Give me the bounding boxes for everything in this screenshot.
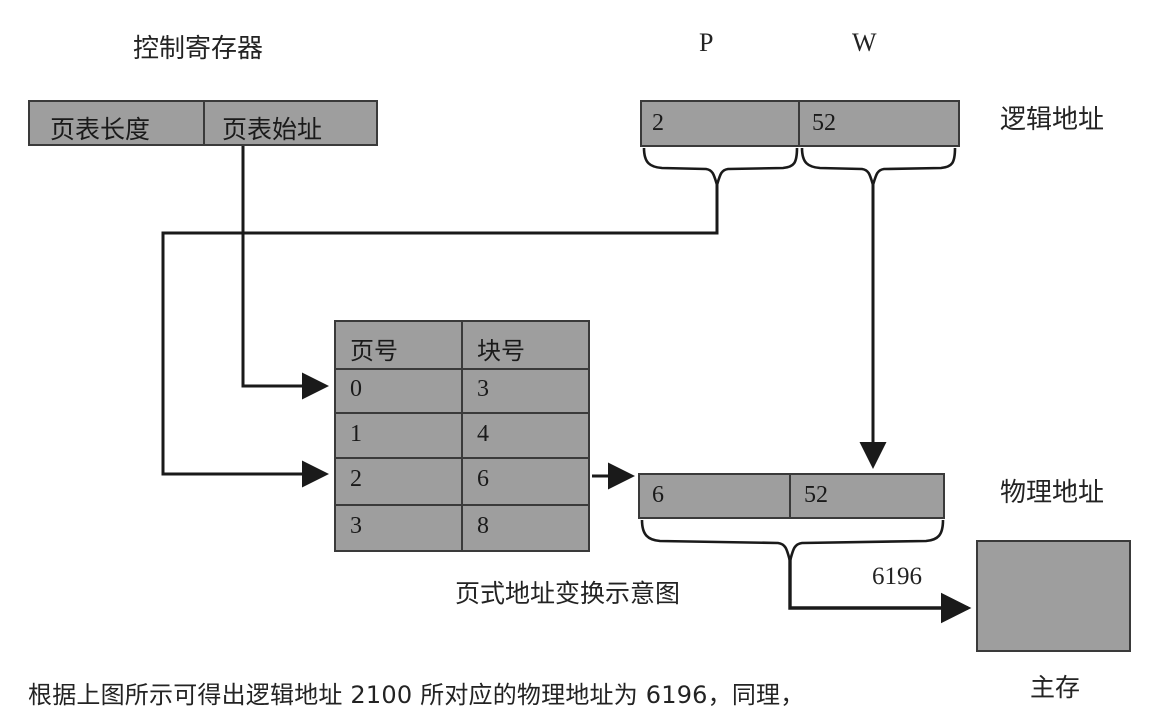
page-table-length-field: 页表长度	[50, 115, 151, 144]
page-table-row-block: 8	[477, 513, 489, 539]
physical-address-box	[638, 473, 945, 519]
page-table-row-divider	[334, 368, 590, 370]
main-memory-box	[976, 540, 1131, 652]
page-table-header-block: 块号	[477, 337, 525, 365]
main-memory-label: 主存	[1030, 673, 1081, 702]
brace-logical-offset-field	[800, 147, 957, 190]
page-table-row-divider	[334, 457, 590, 459]
figure-caption: 页式地址变换示意图	[455, 579, 681, 608]
page-table-row-page: 0	[350, 376, 362, 402]
page-table-header-page: 页号	[350, 337, 398, 365]
page-table-row-block: 4	[477, 421, 489, 447]
logical-address-box	[640, 100, 960, 147]
page-table-column-divider	[461, 320, 463, 552]
page-table-row-page: 1	[350, 421, 362, 447]
physical-address-offset: 52	[804, 482, 828, 508]
page-table-base-field: 页表始址	[222, 115, 323, 144]
body-paragraph: 根据上图所示可得出逻辑地址 2100 所对应的物理地址为 6196，同理，	[28, 681, 805, 709]
physical-address-side-label: 物理地址	[1000, 478, 1105, 508]
logical-address-side-label: 逻辑地址	[1000, 105, 1105, 135]
line-physical-address-to-memory	[788, 558, 972, 624]
control-register-title: 控制寄存器	[133, 34, 264, 64]
page-table-row-block: 3	[477, 376, 489, 402]
logical-page-field-label: P	[699, 28, 714, 57]
page-table-row-block: 6	[477, 466, 489, 492]
logical-offset-field-label: W	[852, 28, 877, 57]
page-table-row-divider	[334, 504, 590, 506]
page-table-row-page: 2	[350, 466, 362, 492]
brace-physical-address	[640, 519, 945, 566]
line-pagetable-base-to-table	[241, 146, 329, 400]
physical-address-block-number: 6	[652, 482, 664, 508]
logical-address-offset: 52	[812, 110, 836, 136]
logical-address-page-number: 2	[652, 110, 664, 136]
page-table-row-page: 3	[350, 513, 362, 539]
line-page-number-to-table	[161, 182, 719, 488]
brace-logical-page-field	[642, 147, 799, 190]
control-register-divider	[203, 100, 205, 146]
physical-address-divider	[789, 473, 791, 519]
page-table-row-divider	[334, 412, 590, 414]
physical-address-result-value: 6196	[872, 563, 922, 590]
logical-address-divider	[798, 100, 800, 147]
